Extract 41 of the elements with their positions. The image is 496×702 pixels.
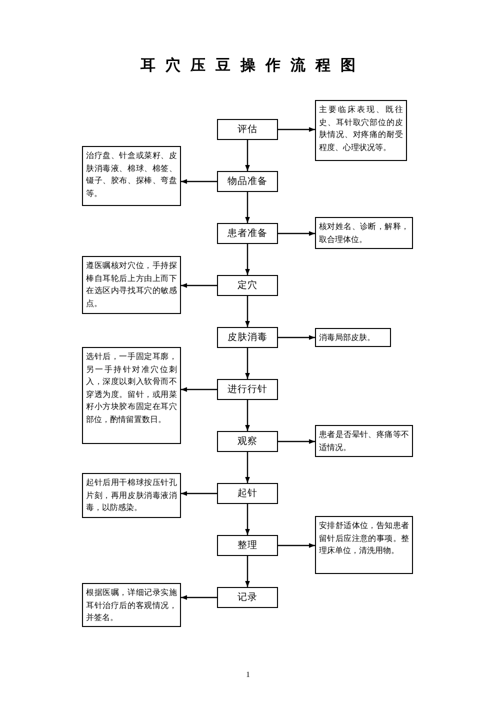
arrow [245, 452, 250, 483]
process-box: 患者准备 [217, 223, 278, 244]
arrow [245, 192, 250, 223]
arrow [245, 556, 250, 587]
note-box: 主要临床表现、既往史、耳针取穴部位的皮肤情况、对疼痛的耐受程度、心理状况等。 [315, 100, 407, 161]
process-box: 进行行针 [217, 379, 278, 400]
note-box: 安排舒适体位，告知患者留针后应注意的事项。整理床单位，清洗用物。 [315, 516, 413, 574]
arrow [181, 179, 217, 184]
arrow [245, 296, 250, 327]
arrow [278, 231, 315, 236]
title: 耳穴压豆操作流程图 [140, 56, 366, 75]
arrow [245, 140, 250, 171]
note-box: 选针后，一手固定耳廓，另一手持针对准穴位刺入，深度以刺入软骨而不穿透为度。留针，或用菜籽小方块胶布固定在耳穴部位，酌情留置数日。 [82, 347, 181, 444]
note-box: 患者是否晕针、疼痛等不适情况。 [315, 425, 413, 457]
arrow [245, 348, 250, 379]
note-box: 核对姓名、诊断，解释，取合理体位。 [315, 217, 413, 249]
arrow [181, 595, 217, 600]
note-box: 治疗盘、针盒或菜籽、皮肤消毒液、棉球、棉签、镊子、胶布、探棒、弯盘等。 [82, 146, 181, 206]
note-box: 起针后用干棉球按压针孔片刻，再用皮肤消毒液消毒，以防感染。 [82, 473, 181, 518]
arrow [245, 400, 250, 431]
arrow [278, 335, 315, 340]
process-box: 物品准备 [217, 171, 278, 192]
arrow [181, 283, 217, 288]
process-box: 定穴 [217, 275, 278, 296]
process-box: 整理 [217, 535, 278, 556]
arrow [278, 439, 315, 444]
arrow [278, 127, 315, 132]
process-box: 观察 [217, 431, 278, 452]
arrow [181, 387, 217, 392]
arrow [245, 504, 250, 535]
process-box: 记录 [217, 587, 278, 608]
note-box: 消毒局部皮肤。 [315, 328, 391, 347]
process-box: 皮肤消毒 [217, 327, 278, 348]
page-number: 1 [245, 670, 251, 679]
note-box: 根据医嘱，详细记录实施耳针治疗后的客观情况，并签名。 [82, 583, 181, 627]
arrow [278, 543, 315, 548]
arrow [245, 244, 250, 275]
arrow [181, 491, 217, 496]
note-box: 遵医嘱核对穴位，手持探棒自耳轮后上方由上而下在选区内寻找耳穴的敏感点。 [82, 256, 181, 314]
process-box: 评估 [217, 119, 278, 140]
process-box: 起针 [217, 483, 278, 504]
